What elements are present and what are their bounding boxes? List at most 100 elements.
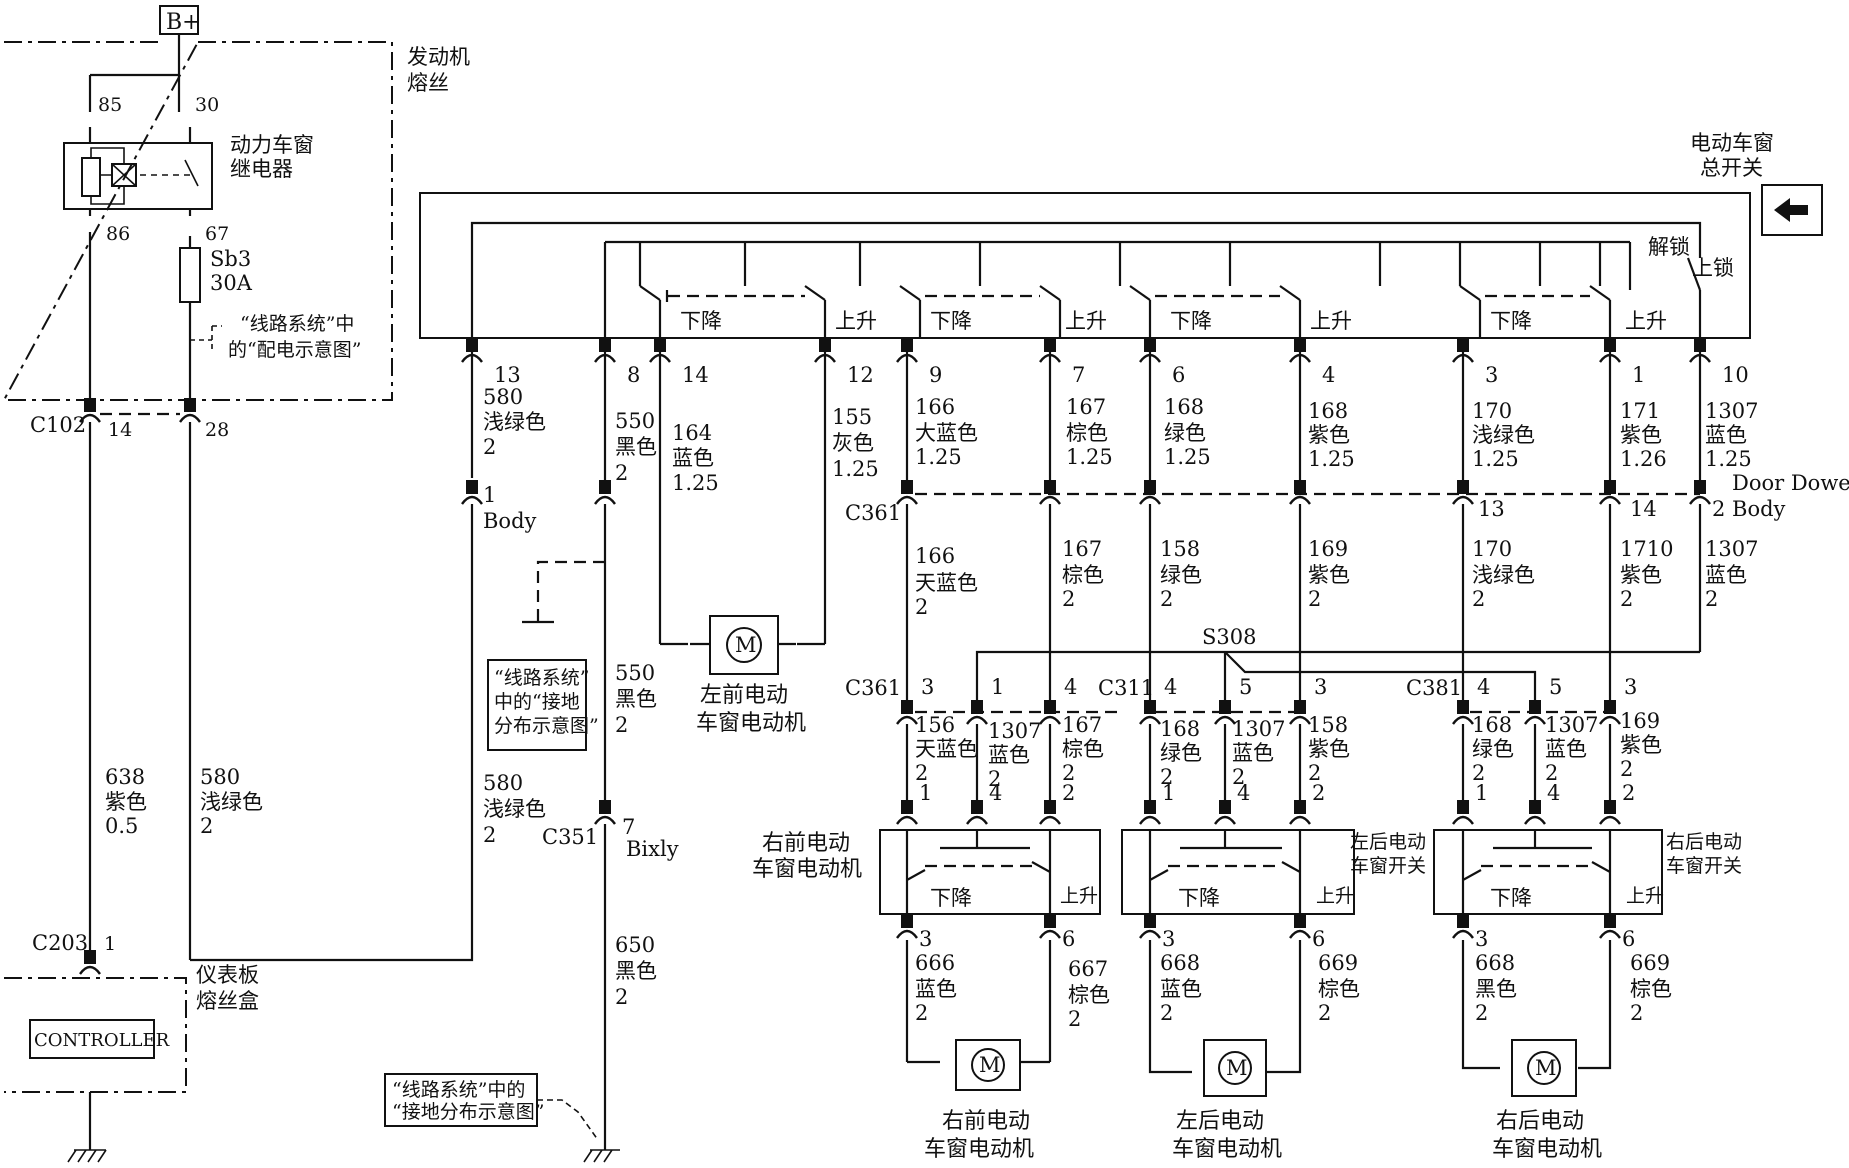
ref-power-1: “线路系统”中 [240, 313, 354, 335]
rf167-gauge: 2 [1062, 761, 1075, 785]
switch-pin-1 [971, 800, 983, 814]
lr168-gauge: 2 [1160, 765, 1173, 789]
lw1710-num: 1710 [1620, 537, 1673, 561]
c361-pin-4 [1457, 480, 1469, 494]
master-pin-2 [654, 338, 666, 352]
rf-m3-gauge: 2 [915, 1001, 928, 1025]
w14-color: 蓝色 [672, 446, 714, 470]
sub-pin-1 [971, 700, 983, 714]
connector-c102: C102 14 28 [30, 398, 229, 441]
motor-side-pin-3-socket [1289, 929, 1311, 939]
w580a-gauge: 2 [200, 814, 213, 838]
switch-pin-3 [1144, 800, 1156, 814]
w3-color: 浅绿色 [1472, 423, 1535, 447]
switch-pin-label-2: 2 [1062, 781, 1075, 805]
w14-num: 164 [672, 421, 712, 445]
controller-box [29, 1019, 155, 1059]
switch-pin-label-6: 1 [1475, 781, 1488, 805]
lw1307-gauge: 2 [1705, 587, 1718, 611]
engine-fuse-label-2: 熔丝 [407, 71, 449, 95]
lr-switch-2: 车窗开关 [1350, 855, 1426, 877]
w550b-gauge: 2 [615, 713, 628, 737]
master-label-2: 总开关 [1700, 156, 1763, 180]
c361-pin-3-socket [1289, 495, 1311, 505]
sub-pin-1-socket [966, 715, 988, 725]
master-pin-label-6: 6 [1172, 363, 1185, 387]
ip-fuse-box: C203 1 CONTROLLER 仪表板 熔丝盒 [4, 931, 259, 1163]
door-dower-label: Door Dower [1732, 471, 1849, 495]
rf167-color: 棕色 [1062, 737, 1104, 761]
master-window-switch: 电动车窗 总开关 解锁 上锁 下降 上升 下降 上升 下降 [419, 131, 1823, 339]
c361-top-label: C361 [845, 501, 901, 525]
motor-side-pin-2 [1144, 914, 1156, 928]
sub-pin-3-socket [1139, 715, 1161, 725]
w7-gauge: 1.25 [1066, 445, 1113, 469]
rr-motor-2: 车窗电动机 [1492, 1137, 1602, 1162]
w9-color: 大蓝色 [915, 421, 978, 445]
relay-pin-86: 86 [106, 223, 130, 245]
motor-side-pin-4-socket [1452, 929, 1474, 939]
switch-pin-6 [1457, 800, 1469, 814]
lr-m6-color: 棕色 [1318, 977, 1360, 1001]
motor-side-pin-4 [1457, 914, 1469, 928]
lw167-color: 棕色 [1062, 563, 1104, 587]
body-pin-0 [466, 480, 478, 494]
wire-labels-lower: 166 天蓝色 2 167 棕色 2 158 绿色 2 169 紫色 2 170… [915, 537, 1758, 619]
master-pin-10 [1694, 338, 1706, 352]
lw166-gauge: 2 [915, 595, 928, 619]
w10-color: 蓝色 [1705, 423, 1747, 447]
lw158-color: 绿色 [1160, 563, 1202, 587]
lw1710-gauge: 2 [1620, 587, 1633, 611]
rf-m3-num: 666 [915, 951, 955, 975]
engine-fuse-box: B+ 发动机 熔丝 动力车窗 继电器 85 30 86 67 Sb3 [2, 5, 470, 401]
body-pin1: 1 [483, 483, 496, 507]
motor-side-pin-3 [1294, 914, 1306, 928]
fuse-sb3 [179, 247, 201, 303]
lw169-num: 169 [1308, 537, 1348, 561]
w580a-num: 580 [200, 765, 240, 789]
ground-ref-box [487, 659, 587, 751]
left-rear-motor: M 左后电动 车窗电动机 [1148, 1039, 1302, 1162]
switch-contacts [639, 285, 1612, 338]
fuse-amp-label: 30A [210, 271, 253, 295]
left-front-motor: M 左前电动 车窗电动机 [660, 615, 825, 736]
motor-side-pin-1-socket [1039, 929, 1061, 939]
c311-label: C311 [1098, 676, 1154, 700]
sub-pin-3 [1144, 700, 1156, 714]
motor-side-pin-label-3: 6 [1312, 927, 1325, 951]
sub-pin-6-socket [1452, 715, 1474, 725]
w12-gauge: 1.25 [832, 457, 879, 481]
w638-num: 638 [105, 765, 145, 789]
c361-pin-6-socket [1689, 495, 1711, 505]
rf156-color: 天蓝色 [915, 737, 978, 761]
switch-pin-2-socket [1039, 815, 1061, 825]
relay-pin-67: 67 [205, 223, 229, 245]
up-label-rf: 上升 [1065, 309, 1107, 333]
c361-pin-5 [1604, 480, 1616, 494]
relay-label-2: 继电器 [230, 157, 293, 181]
motor-side-pin-0 [901, 914, 913, 928]
switch-pin-label-3: 1 [1162, 781, 1175, 805]
right-front-motor: M 右前电动 车窗电动机 [907, 1039, 1050, 1162]
unlock-label: 解锁 [1648, 235, 1690, 259]
lr-down-label: 下降 [1178, 886, 1220, 910]
w650-color: 黑色 [615, 959, 657, 983]
sub-pin-label-2: 4 [1064, 675, 1077, 699]
master-pin-label-9: 1 [1632, 363, 1645, 387]
rr-motor-1: 右后电动 [1496, 1109, 1584, 1134]
lw158-num: 158 [1160, 537, 1200, 561]
switch-pin-label-5: 2 [1312, 781, 1325, 805]
lr-m6-num: 669 [1318, 951, 1358, 975]
connector-c361-row [461, 480, 1711, 505]
left-arrow-icon [1774, 198, 1808, 222]
rr-down-label: 下降 [1490, 886, 1532, 910]
relay-label-1: 动力车窗 [230, 133, 314, 157]
w9-num: 166 [915, 395, 955, 419]
lw1307-num: 1307 [1705, 537, 1758, 561]
ip-fuse-2: 熔丝盒 [196, 989, 259, 1013]
switch-pin-label-7: 4 [1547, 781, 1560, 805]
master-pin-label-1: 8 [627, 363, 640, 387]
